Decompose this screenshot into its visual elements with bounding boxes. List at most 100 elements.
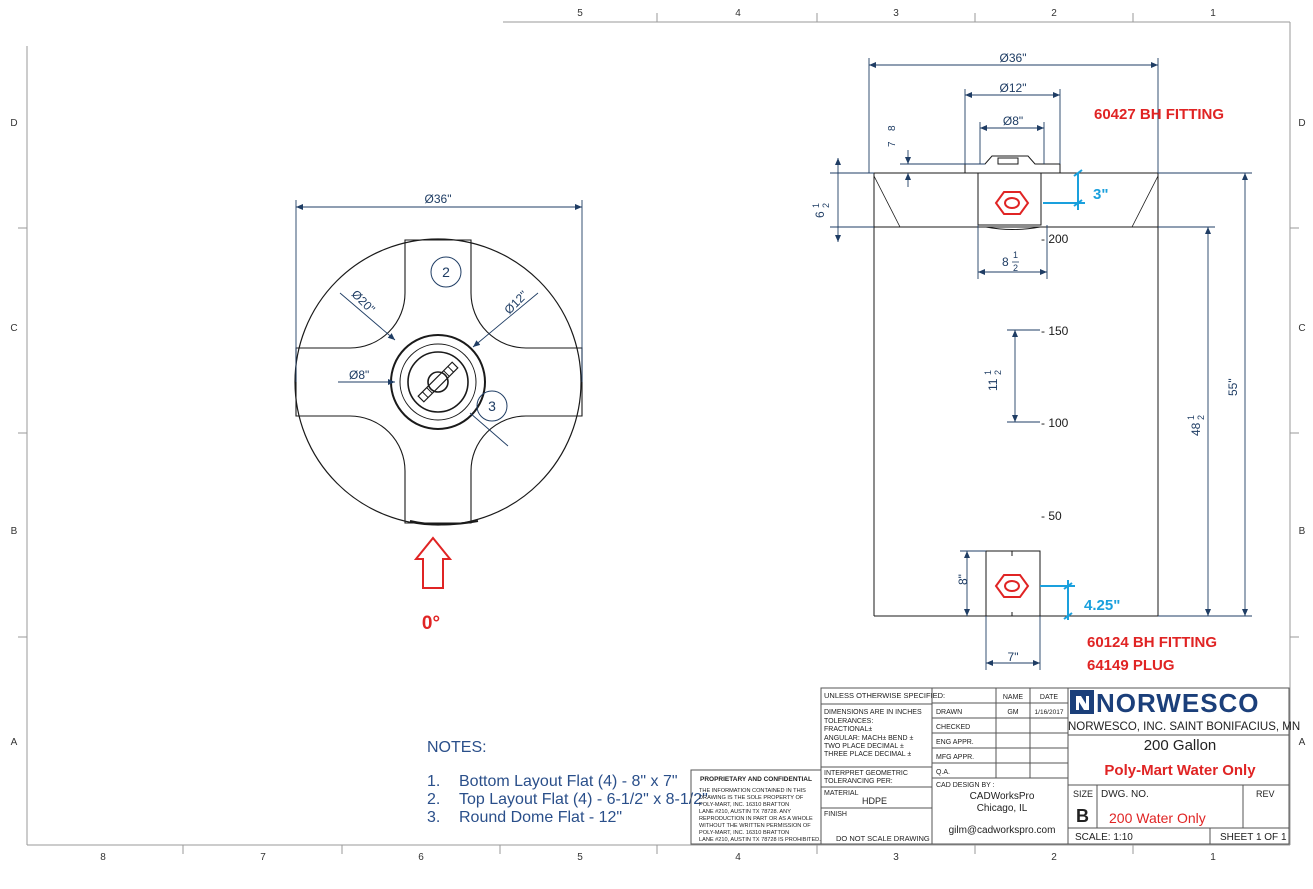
- title-block: [690, 687, 1290, 845]
- svg-text:1: 1: [1013, 250, 1018, 260]
- note-3-num: 3.: [427, 809, 440, 826]
- side-row-b-right: B: [1299, 526, 1306, 537]
- tb-cad-email: gilm@cadworkspro.com: [949, 825, 1056, 836]
- callout-3: 3: [488, 398, 496, 414]
- gallon-mark-150: - 150: [1041, 324, 1069, 338]
- side-row-b-left: B: [11, 526, 18, 537]
- top-zone-1: 1: [1210, 8, 1216, 19]
- tb-date-header: DATE: [1040, 694, 1058, 701]
- tb-two-place: TWO PLACE DECIMAL ±: [824, 743, 904, 750]
- bottom-zone-7: 7: [260, 852, 266, 863]
- svg-text:8: 8: [1002, 255, 1009, 269]
- dome-center-circle: [427, 371, 449, 393]
- dome-bar: [417, 361, 459, 403]
- svg-text:48: 48: [1189, 422, 1203, 436]
- tb-subtitle: Poly-Mart Water Only: [1104, 762, 1256, 779]
- tb-drawn: DRAWN: [936, 709, 962, 716]
- dim-8in: 8": [956, 574, 970, 585]
- svg-text:LANE #210, AUSTIN TX 78728 IS: LANE #210, AUSTIN TX 78728 IS PROHIBITED…: [699, 837, 821, 843]
- note-1-num: 1.: [427, 773, 440, 790]
- tb-scale: SCALE: 1:10: [1075, 832, 1133, 843]
- tb-checked: CHECKED: [936, 724, 970, 731]
- side-dia-36: Ø36": [1000, 51, 1027, 65]
- tb-proprietary-lines: THE INFORMATION CONTAINED IN THIS DRAWIN…: [699, 788, 821, 843]
- svg-text:6: 6: [813, 211, 827, 218]
- top-dia-20: Ø20": [349, 287, 378, 316]
- tb-eng-appr: ENG APPR.: [936, 739, 974, 746]
- svg-text:2: 2: [821, 203, 831, 208]
- note-1-text: Bottom Layout Flat (4) - 8" x 7": [459, 773, 678, 790]
- top-view: Ø36" Ø20" Ø12" Ø8" 2 3 0°: [294, 192, 583, 634]
- svg-text:THE INFORMATION CONTAINED IN T: THE INFORMATION CONTAINED IN THIS: [699, 788, 806, 794]
- svg-text:2: 2: [1196, 415, 1206, 420]
- norwesco-logo-icon: [1070, 690, 1094, 714]
- tb-interpret: INTERPRET GEOMETRIC: [824, 770, 908, 777]
- side-dia-12: Ø12": [1000, 81, 1027, 95]
- bottom-zone-5: 5: [577, 852, 583, 863]
- svg-text:DRAWING IS THE SOLE PROPERTY O: DRAWING IS THE SOLE PROPERTY OF: [699, 795, 804, 801]
- dim-3-cyan: 3": [1093, 186, 1108, 203]
- tb-dwg-no-label: DWG. NO.: [1101, 789, 1149, 800]
- zone-labels: 5 4 3 2 1 8 7 6 5 4 3 2 1 D C B A D C B …: [10, 8, 1305, 863]
- svg-text:11: 11: [986, 378, 1000, 391]
- side-row-a-right: A: [1299, 737, 1306, 748]
- dim-11-1-2: 11 1 2: [983, 370, 1003, 391]
- tb-brand: NORWESCO: [1096, 688, 1260, 718]
- side-dia-8: Ø8": [1003, 114, 1023, 128]
- notes-heading: NOTES:: [427, 739, 487, 756]
- bottom-zone-4: 4: [735, 852, 741, 863]
- svg-text:7: 7: [887, 141, 898, 147]
- dim-7in: 7": [1008, 650, 1019, 664]
- tb-dims-inches: DIMENSIONS ARE IN INCHES: [824, 709, 922, 716]
- side-row-d-right: D: [1298, 118, 1305, 129]
- note-2-text: Top Layout Flat (4) - 6-1/2" x 8-1/2": [459, 791, 708, 808]
- tb-fractional: FRACTIONAL±: [824, 726, 872, 733]
- svg-text:2: 2: [1013, 263, 1018, 273]
- callout-2: 2: [442, 264, 450, 280]
- bottom-bh-fitting-icon: [994, 574, 1030, 598]
- svg-text:REPRODUCTION IN PART OR AS A W: REPRODUCTION IN PART OR AS A WHOLE: [699, 816, 813, 822]
- top-dia-8: Ø8": [349, 368, 369, 382]
- dome-mid-circle: [399, 343, 477, 421]
- notes: NOTES: 1. Bottom Layout Flat (4) - 8" x …: [427, 739, 708, 826]
- dim-48-1-2: 48 1 2: [1186, 415, 1206, 436]
- top-dia-36: Ø36": [425, 192, 452, 206]
- tb-cad-design: CAD DESIGN BY :: [936, 782, 995, 789]
- bottom-zone-8: 8: [100, 852, 106, 863]
- tb-tolerances: TOLERANCES:: [824, 718, 873, 725]
- zero-degree-arrow: [413, 536, 453, 589]
- tb-dwg-no-value: 200 Water Only: [1109, 810, 1206, 826]
- svg-text:POLY-MART, INC. 16310 BRATTON: POLY-MART, INC. 16310 BRATTON: [699, 802, 789, 808]
- tb-angular: ANGULAR: MACH± BEND ±: [824, 735, 914, 742]
- cyan-dims: [1040, 169, 1085, 620]
- svg-text:1: 1: [1186, 415, 1196, 420]
- top-fitting-label: 60427 BH FITTING: [1094, 106, 1224, 123]
- tb-material-value: HDPE: [862, 796, 887, 806]
- side-view: Ø36" Ø12" Ø8" 7 8 6 1 2 8 1 2 11 1: [811, 51, 1252, 674]
- tb-qa: Q.A.: [936, 769, 950, 776]
- plug-label: 64149 PLUG: [1087, 657, 1175, 674]
- cross-flat-layout: [295, 239, 583, 524]
- dim-8-1-2: 8 1 2: [1002, 250, 1019, 273]
- bottom-fitting-label: 60124 BH FITTING: [1087, 634, 1217, 651]
- tb-finish-label: FINISH: [824, 811, 847, 818]
- top-zone-3: 3: [893, 8, 899, 19]
- tb-cad-city: Chicago, IL: [977, 803, 1028, 814]
- side-row-c-left: C: [10, 323, 17, 334]
- tb-proprietary-title: PROPRIETARY AND CONFIDENTIAL: [700, 776, 812, 783]
- bottom-zone-3: 3: [893, 852, 899, 863]
- note-3-text: Round Dome Flat - 12": [459, 809, 622, 826]
- gallon-mark-200: - 200: [1041, 232, 1069, 246]
- bottom-zone-1: 1: [1210, 852, 1216, 863]
- tb-material-label: MATERIAL: [824, 790, 859, 797]
- title-block-text: UNLESS OTHERWISE SPECIFIED: DIMENSIONS A…: [699, 688, 1300, 843]
- dome-outer-circle: [390, 334, 486, 430]
- bottom-zone-2: 2: [1051, 852, 1057, 863]
- tb-drawn-name: GM: [1007, 709, 1018, 716]
- side-row-c-right: C: [1298, 323, 1305, 334]
- top-zone-2: 2: [1051, 8, 1057, 19]
- side-row-d-left: D: [10, 118, 17, 129]
- tb-cad-company: CADWorksPro: [970, 791, 1035, 802]
- zero-degree-label: 0°: [422, 613, 440, 634]
- svg-text:LANE #210, AUSTIN TX 78728. A: LANE #210, AUSTIN TX 78728. ANY: [699, 809, 791, 815]
